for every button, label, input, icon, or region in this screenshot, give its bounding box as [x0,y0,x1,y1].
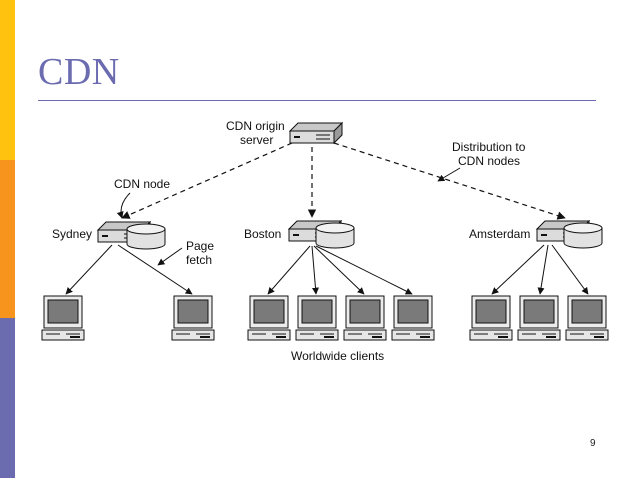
origin-server [289,122,343,144]
origin-label-line1: CDN origin [226,119,285,133]
cdn-node-sydney [97,221,166,250]
origin-label-line2: server [240,133,273,147]
distribution-label-line2: CDN nodes [458,154,520,168]
slide-number: 9 [590,438,596,449]
distribution-callout-arrow [437,167,461,182]
distribution-label-line1: Distribution to [452,140,526,154]
client-links [65,244,589,295]
cdn-node-label: CDN node [114,177,170,191]
title-divider [38,100,596,101]
clients-label: Worldwide clients [291,349,384,363]
accent-bar-bottom [0,318,15,478]
slide-title: CDN [38,51,120,93]
accent-bar-top [0,0,15,160]
client-computers [41,295,609,341]
cdn-node-amsterdam [536,220,603,249]
page-fetch-label-line1: Page [186,239,214,253]
distribution-links [121,142,566,220]
page-fetch-callout-arrow [157,247,183,266]
page-fetch-label-line2: fetch [186,253,212,267]
accent-bar-middle [0,160,15,318]
node-label-boston: Boston [244,227,281,241]
cdn-node-boston [288,220,355,249]
node-label-sydney: Sydney [52,227,92,241]
cdn-node-callout-arrow [116,192,131,219]
node-label-amsterdam: Amsterdam [469,227,530,241]
